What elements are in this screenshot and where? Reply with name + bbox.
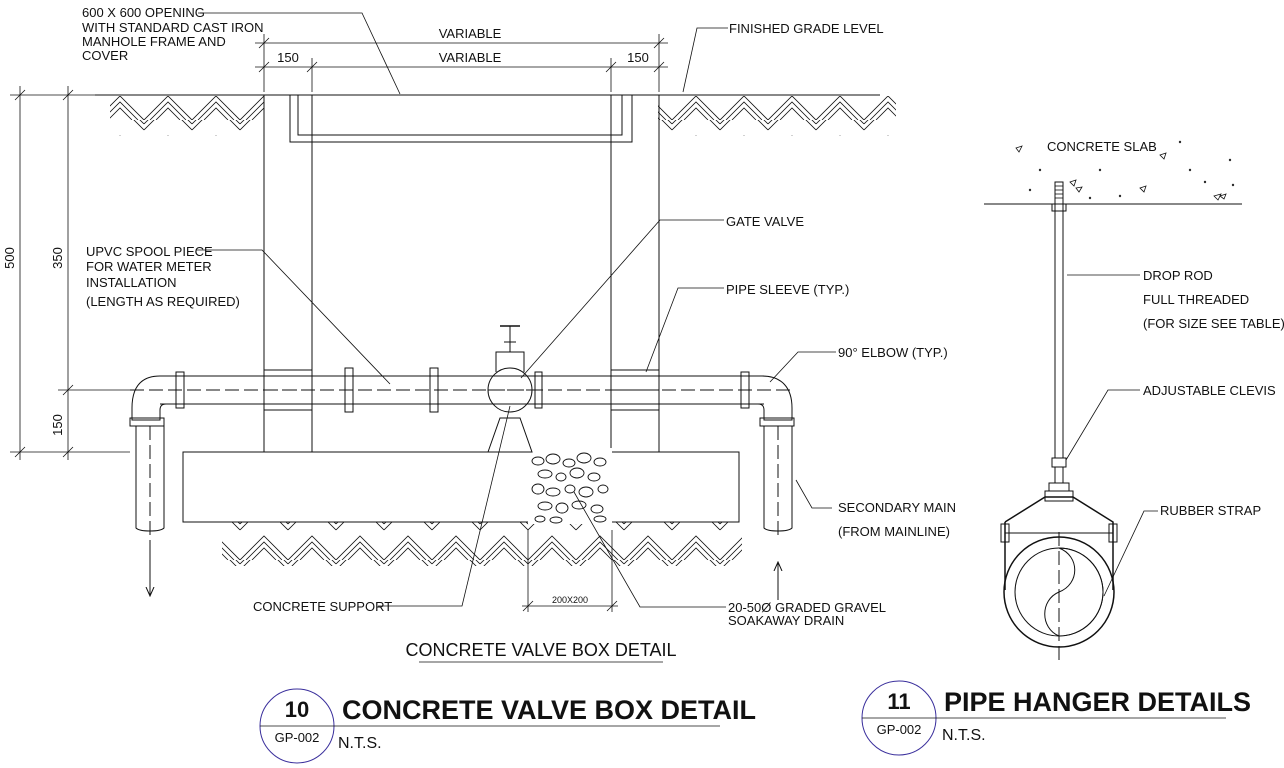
dim-variable-inner: VARIABLE [439,50,502,65]
label-spool-2: FOR WATER METER [86,259,212,274]
base-slab [182,451,740,523]
label-rubber: RUBBER STRAP [1160,503,1261,518]
label-drop-rod-1: DROP ROD [1143,268,1213,283]
label-slab: CONCRETE SLAB [1047,139,1157,154]
drop-rod [1054,203,1064,459]
top-dimensions [255,34,668,92]
label-opening-1: 600 X 600 OPENING [82,5,205,20]
scale-11: N.T.S. [942,727,986,744]
sheet-ref-11: GP-002 [877,722,922,737]
label-gravel-1: 20-50Ø GRADED GRAVEL [728,600,886,615]
label-gravel-2: SOAKAWAY DRAIN [728,613,844,628]
label-pipe-sleeve: PIPE SLEEVE (TYP.) [726,282,849,297]
title-10: CONCRETE VALVE BOX DETAIL [342,695,756,725]
hanger-leaders [1065,274,1158,597]
label-secondary-2: (FROM MAINLINE) [838,524,950,539]
left-elbow [129,375,177,596]
dim-right-150: 150 [627,50,649,65]
label-gate-valve: GATE VALVE [726,214,804,229]
right-elbow [748,375,795,600]
pipe-hanger-detail: CONCRETE SLAB DROP ROD FULL THREADED (FO… [984,139,1284,660]
main-pipe [130,367,795,413]
label-drop-rod-3: (FOR SIZE SEE TABLE) [1143,316,1284,331]
dim-variable-top: VARIABLE [439,26,502,41]
dim-350: 350 [50,247,65,269]
label-opening-2: WITH STANDARD CAST IRON [82,20,264,35]
label-spool-1: UPVC SPOOL PIECE [86,244,213,259]
detail-subtitle: CONCRETE VALVE BOX DETAIL [405,640,676,660]
label-opening-4: COVER [82,48,128,63]
label-finished-grade: FINISHED GRADE LEVEL [729,21,884,36]
scale-10: N.T.S. [338,735,382,752]
valve-support [487,417,533,453]
earth-hatch [95,94,896,566]
dim-500: 500 [2,247,17,269]
dim-150: 150 [50,414,65,436]
label-secondary-1: SECONDARY MAIN [838,500,956,515]
label-spool-3: INSTALLATION [86,275,177,290]
sheet-ref-10: GP-002 [275,730,320,745]
label-concrete-support: CONCRETE SUPPORT [253,599,392,614]
title-11: PIPE HANGER DETAILS [944,687,1251,717]
title-block-10: 10 GP-002 CONCRETE VALVE BOX DETAIL N.T.… [259,688,756,764]
gate-valve [487,325,533,413]
detail-number-10: 10 [285,697,309,722]
left-dimensions [10,86,130,460]
leader-lines [196,12,836,608]
slab-stipple [1015,140,1235,201]
gravel-dimension [522,530,618,612]
label-clevis: ADJUSTABLE CLEVIS [1143,383,1276,398]
label-spool-4: (LENGTH AS REQUIRED) [86,294,240,309]
dim-left-150: 150 [277,50,299,65]
detail-number-11: 11 [887,689,910,714]
label-opening-3: MANHOLE FRAME AND [82,34,226,49]
title-block-11: 11 GP-002 PIPE HANGER DETAILS N.T.S. [861,680,1251,756]
label-elbow: 90° ELBOW (TYP.) [838,345,948,360]
valve-box-detail: VARIABLE VARIABLE 150 150 500 350 150 [2,5,956,663]
dim-gravel-size: 200X200 [552,595,588,605]
clevis-nut [1051,457,1067,468]
clevis-strap [1004,496,1114,590]
manhole-cover [297,94,623,136]
label-drop-rod-2: FULL THREADED [1143,292,1249,307]
